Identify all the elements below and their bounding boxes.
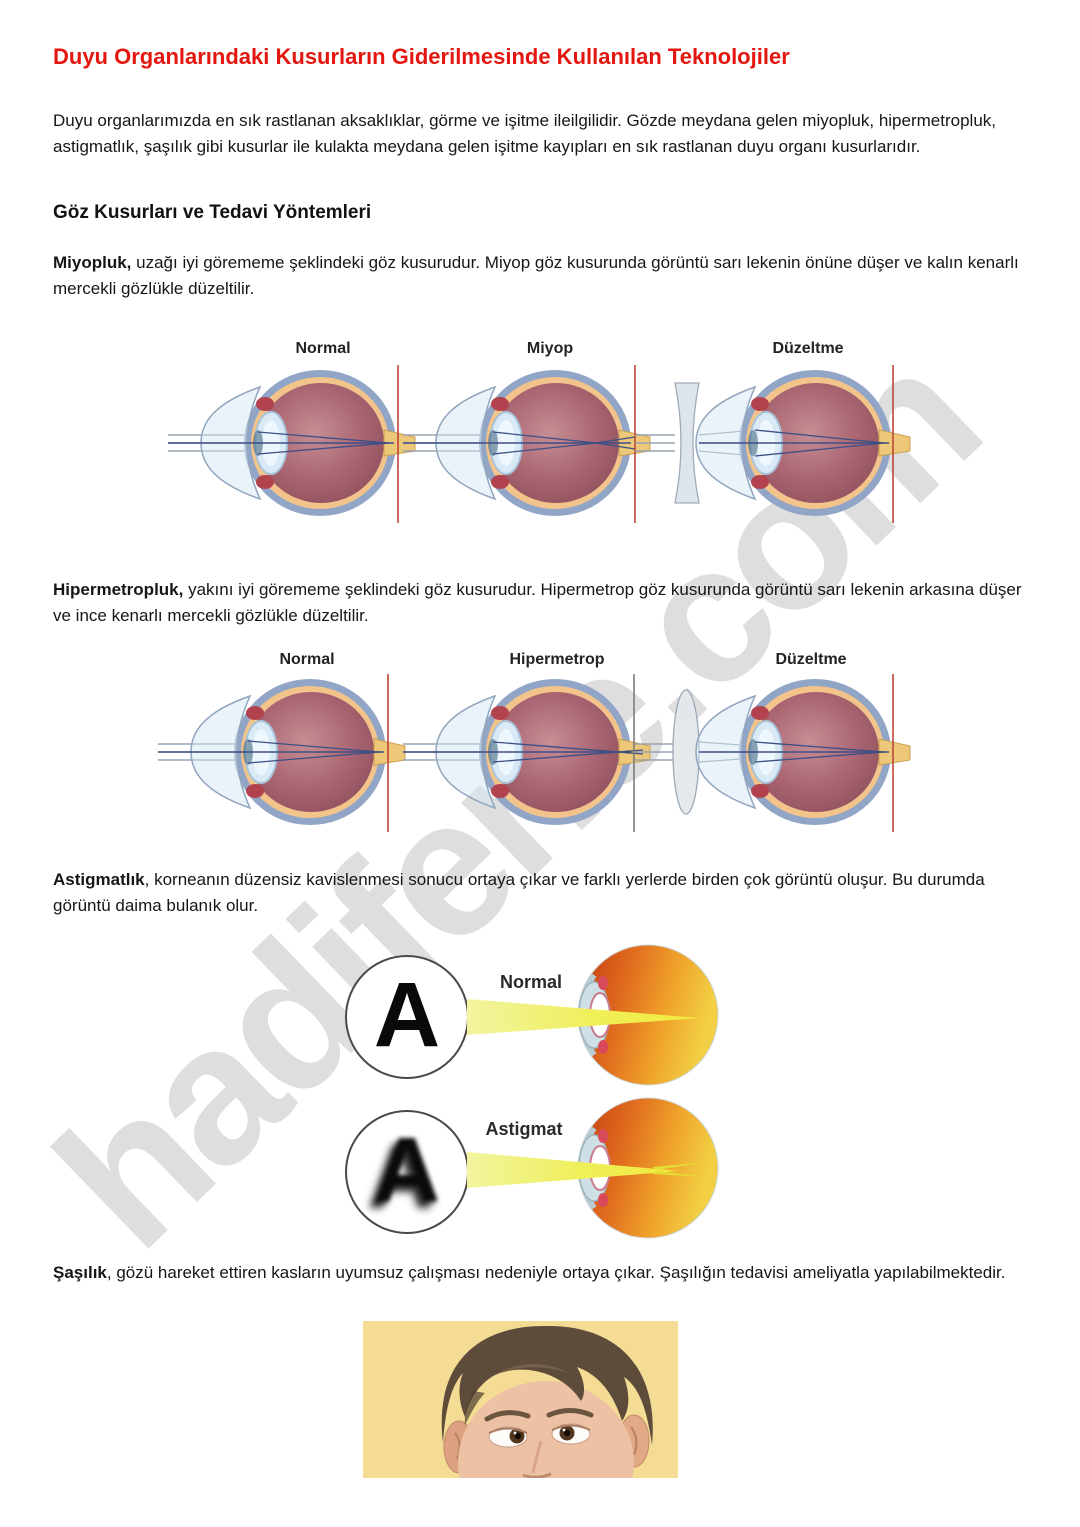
intro-paragraph: Duyu organlarımızda en sık rastlanan aks… [53, 108, 1041, 160]
hyperopia-corrected-eye-illustration [635, 674, 911, 832]
astigmatism-lead: Astigmatlık [53, 870, 145, 889]
astigmatism-diagram: A Normal A Astigmat [0, 940, 1080, 1252]
hyperopia-label-hipermetrop: Hipermetrop [509, 651, 605, 668]
concave-lens [674, 382, 700, 504]
hyperopia-paragraph: Hipermetropluk, yakını iyi görememe şekl… [53, 577, 1041, 629]
astigmatism-label-astigmat: Astigmat [485, 1119, 563, 1139]
myopia-corrected-eye-illustration [635, 365, 911, 523]
astigmatism-label-normal: Normal [499, 972, 563, 992]
myopia-diagram: Normal Miyop Düzeltme [0, 333, 1080, 575]
astigmatic-light-beam [467, 1152, 707, 1188]
strabismus-lead: Şaşılık [53, 1263, 107, 1282]
myopia-label-normal: Normal [295, 340, 351, 357]
section-heading: Göz Kusurları ve Tedavi Yöntemleri [53, 202, 372, 223]
strabismus-boy-photo [363, 1321, 678, 1478]
convex-lens [672, 689, 700, 815]
astigmatism-text: , korneanın düzensiz kavislenmesi sonucu… [53, 870, 985, 915]
myopia-lead: Miyopluk, [53, 253, 132, 272]
myopic-eye-illustration [403, 365, 651, 523]
page-title: Duyu Organlarındaki Kusurların Giderilme… [53, 44, 790, 69]
sharp-letter-circle: A [345, 955, 469, 1079]
hyperopia-lead: Hipermetropluk, [53, 580, 184, 599]
hyperopic-eye-illustration [403, 674, 651, 832]
letter-a-sharp: A [373, 964, 441, 1066]
letter-a-blurred: A [373, 1119, 441, 1221]
strabismus-paragraph: Şaşılık, gözü hareket ettiren kasların u… [53, 1260, 1041, 1286]
myopia-paragraph: Miyopluk, uzağı iyi görememe şeklindeki … [53, 250, 1041, 302]
blurred-letter-circle: A [345, 1110, 469, 1234]
normal-eye-illustration [168, 365, 416, 523]
hyperopia-label-duzeltme: Düzeltme [775, 651, 847, 668]
hyperopia-diagram: Normal Hipermetrop Düzeltme [0, 645, 1080, 860]
myopia-text: uzağı iyi görememe şeklindeki göz kusuru… [53, 253, 1019, 298]
astigmatism-paragraph: Astigmatlık, korneanın düzensiz kavislen… [53, 867, 1041, 919]
hyperopia-label-normal: Normal [279, 651, 335, 668]
myopia-label-miyop: Miyop [526, 340, 574, 357]
normal-eye-illustration [158, 674, 406, 832]
hyperopia-text: yakını iyi görememe şeklindeki göz kusur… [53, 580, 1022, 625]
strabismus-text: , gözü hareket ettiren kasların uyumsuz … [106, 1263, 1006, 1282]
normal-light-beam [467, 999, 700, 1035]
myopia-label-duzeltme: Düzeltme [772, 340, 844, 357]
intro-text: Duyu organlarımızda en sık rastlanan aks… [53, 111, 996, 156]
